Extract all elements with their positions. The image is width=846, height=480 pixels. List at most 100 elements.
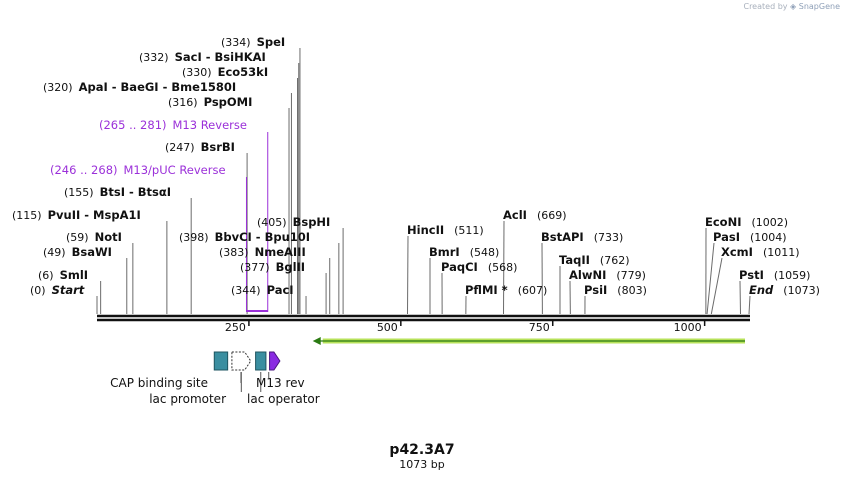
enzyme-label: End(1073) <box>749 283 820 297</box>
enzyme-name: HincII <box>407 223 444 237</box>
enzyme-site: PaqCI(568) <box>441 260 517 274</box>
enzyme-site: HincII (511) <box>407 223 484 237</box>
enzyme-name: AclI <box>503 208 527 222</box>
enzyme-site: (383)NmeAIII <box>219 245 306 259</box>
enzyme-site: PsiI (803) <box>584 283 647 297</box>
primer-position: (265 .. 281) <box>99 118 167 132</box>
enzyme-name: SmlI <box>60 268 89 282</box>
enzyme-position: (59) <box>66 231 89 244</box>
enzyme-site: (332)SacI - BsiHKAI <box>139 50 266 64</box>
enzyme-site: (405) BspHI <box>257 215 330 229</box>
enzyme-site: (330)Eco53kI <box>182 65 268 79</box>
enzyme-label: (398) BbvCI - Bpu10I <box>179 230 310 244</box>
enzyme-position: (762) <box>600 254 630 267</box>
enzyme-position: (1011) <box>763 246 800 259</box>
enzyme-name: PvuII - MspA1I <box>48 208 141 222</box>
enzyme-label: (115) PvuII - MspA1I <box>12 208 141 222</box>
enzyme-name: PaqCI <box>441 260 478 274</box>
promoter-arrow-icon <box>231 351 252 371</box>
enzyme-name: XcmI <box>721 245 753 259</box>
enzyme-label: PsiI (803) <box>584 283 647 297</box>
enzyme-label: (6)SmlI <box>38 268 88 282</box>
primer-name: M13 Reverse <box>173 118 247 132</box>
enzyme-label: EcoNI(1002) <box>705 215 788 229</box>
scale-tick-label: 500 <box>377 321 398 334</box>
plasmid-name: p42.3A7 <box>389 442 454 458</box>
enzyme-name: TaqII <box>559 253 590 267</box>
enzyme-label: (344)PacI <box>231 283 294 297</box>
enzyme-position: (405) <box>257 216 287 229</box>
enzyme-name: PstI <box>739 268 764 282</box>
enzyme-site: BstAPI (733) <box>541 230 623 244</box>
scale-tick-label: 250 <box>225 321 246 334</box>
primer-label: (246 .. 268)M13/pUC Reverse <box>50 163 226 177</box>
enzyme-label: TaqII (762) <box>559 253 630 267</box>
scale-tick-label: 750 <box>529 321 550 334</box>
enzyme-name: Eco53kI <box>218 65 269 79</box>
enzyme-label: (332)SacI - BsiHKAI <box>139 50 266 64</box>
enzyme-site: End(1073) <box>749 283 820 297</box>
enzyme-label: (330)Eco53kI <box>182 65 268 79</box>
enzyme-label: PflMI *(607) <box>465 283 547 297</box>
enzyme-site: (334)SpeI <box>221 35 285 49</box>
enzyme-site: PasI(1004) <box>713 230 787 244</box>
credit-prefix: Created by <box>743 2 788 11</box>
enzyme-name: PsiI <box>584 283 607 297</box>
feature-box <box>213 351 229 371</box>
scale-ticks: 250 500 750 1000 <box>225 321 706 334</box>
enzyme-position: (733) <box>594 231 624 244</box>
enzyme-position: (548) <box>470 246 500 259</box>
enzyme-position: (779) <box>616 269 646 282</box>
feature-label: lac operator <box>247 392 320 406</box>
enzyme-position: (115) <box>12 209 42 222</box>
enzyme-lines <box>96 48 751 315</box>
enzyme-site: (320) ApaI - BaeGI - Bme1580I <box>43 80 236 94</box>
enzyme-name: BmrI <box>429 245 460 259</box>
enzyme-label: (155)BtsI - BtsαI <box>64 185 171 199</box>
enzyme-label: (405) BspHI <box>257 215 330 229</box>
primer-name: M13/pUC Reverse <box>124 163 226 177</box>
enzyme-position: (398) <box>179 231 209 244</box>
enzyme-name: BglII <box>276 260 306 274</box>
enzyme-name: BspHI <box>293 215 331 229</box>
enzyme-name: BstAPI <box>541 230 584 244</box>
enzyme-name: NotI <box>95 230 122 244</box>
enzyme-position: (247) <box>165 141 195 154</box>
enzyme-name: AlwNI <box>569 268 606 282</box>
enzyme-position: (0) <box>30 284 46 297</box>
enzyme-label: AlwNI (779) <box>569 268 646 282</box>
enzyme-label: PasI(1004) <box>713 230 787 244</box>
enzyme-name: PasI <box>713 230 740 244</box>
enzyme-connector <box>706 242 715 315</box>
primer-label: (265 .. 281) M13 Reverse <box>99 118 247 132</box>
enzyme-name: End <box>749 283 774 297</box>
primer-layer: (265 .. 281) M13 Reverse (246 .. 268)M13/p… <box>50 118 269 312</box>
enzyme-name: Start <box>52 283 85 297</box>
enzyme-label: (0) Start <box>30 283 85 297</box>
enzyme-site: (59) NotI <box>66 230 122 244</box>
enzyme-site: PflMI *(607) <box>465 283 547 297</box>
enzyme-position: (155) <box>64 186 94 199</box>
enzyme-name: PspOMI <box>204 95 253 109</box>
plasmid-length: 1073 bp <box>399 458 444 471</box>
enzyme-position: (511) <box>454 224 484 237</box>
enzyme-name: SpeI <box>257 35 286 49</box>
enzyme-position: (1002) <box>751 216 788 229</box>
enzyme-position: (669) <box>537 209 567 222</box>
enzyme-name: ApaI - BaeGI - Bme1580I <box>79 80 237 94</box>
scale-tick-label: 1000 <box>674 321 702 334</box>
enzyme-site: AlwNI (779) <box>569 268 646 282</box>
enzyme-label: HincII (511) <box>407 223 484 237</box>
enzyme-site: (0) Start <box>30 283 85 297</box>
enzyme-site: (316)PspOMI <box>168 95 252 109</box>
orf-arrowhead <box>312 337 321 345</box>
enzyme-position: (332) <box>139 51 169 64</box>
dna-backbone <box>97 314 750 322</box>
enzyme-position: (803) <box>617 284 647 297</box>
enzyme-name: PacI <box>267 283 294 297</box>
enzyme-site: AclI (669) <box>503 208 567 222</box>
enzyme-position: (320) <box>43 81 73 94</box>
enzyme-label: (49)BsaWI <box>43 245 112 259</box>
enzyme-name: BbvCI - Bpu10I <box>215 230 310 244</box>
